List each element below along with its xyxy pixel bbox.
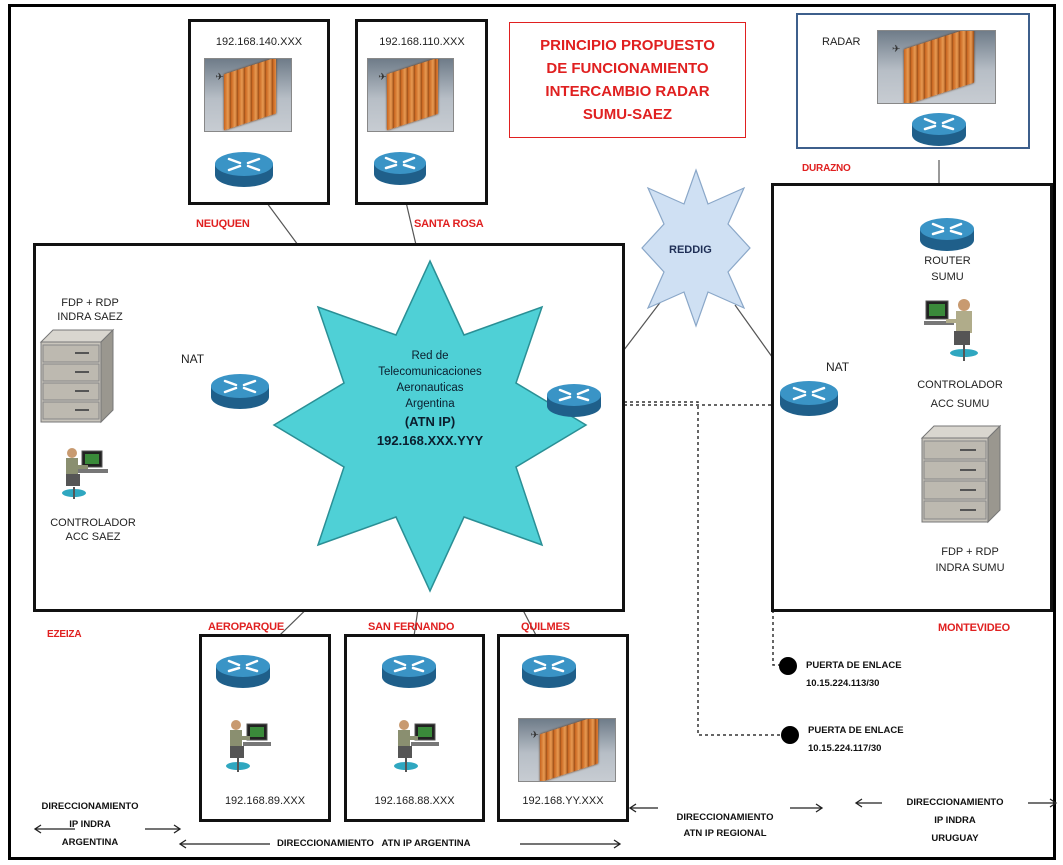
cloud-icon xyxy=(641,168,751,328)
router-icon xyxy=(912,113,966,146)
router-icon xyxy=(920,218,974,251)
site-santa-rosa-ip: 192.168.110.XXX xyxy=(379,36,465,48)
server-cabinet-icon xyxy=(920,424,1002,524)
ezeiza-controller-line2: ACC SAEZ xyxy=(65,531,121,543)
ezeiza-fdp-line2: INDRA SAEZ xyxy=(57,311,123,323)
ezeiza-controller-line1: CONTROLADOR xyxy=(50,517,136,529)
reddig-label: REDDIG xyxy=(669,244,712,256)
radar-antenna-icon: ✈ xyxy=(204,58,292,132)
site-santa-rosa-name: SANTA ROSA xyxy=(414,218,484,230)
router-icon xyxy=(547,384,601,417)
operator-workstation-icon xyxy=(62,448,108,499)
gateway-1-line2: 10.15.224.113/30 xyxy=(806,678,880,689)
montevideo-controller-line2: ACC SUMU xyxy=(930,398,990,410)
center-network-label: Red de Telecomunicaciones Aeronauticas A… xyxy=(340,348,520,450)
site-aeroparque-name: AEROPARQUE xyxy=(208,621,285,633)
outer-frame xyxy=(8,4,1056,860)
addressing-right-line2: IP INDRA xyxy=(934,815,976,826)
montevideo-router-line2: SUMU xyxy=(931,271,964,283)
operator-workstation-icon xyxy=(924,299,978,361)
site-quilmes-ip: 192.168.YY.XXX xyxy=(522,795,604,807)
title-line: INTERCAMBIO RADAR xyxy=(545,83,710,100)
ezeiza-name: EZEIZA xyxy=(47,629,82,640)
gateway-1-line1: PUERTA DE ENLACE xyxy=(806,660,902,671)
ezeiza-nat: NAT xyxy=(181,352,205,366)
addressing-left-line2: IP INDRA xyxy=(69,819,111,830)
site-quilmes-name: QUILMES xyxy=(521,621,570,633)
site-neuquen-name: NEUQUEN xyxy=(196,218,250,230)
server-cabinet-icon xyxy=(39,328,115,424)
montevideo-router-line1: ROUTER xyxy=(924,255,971,267)
center-line: Red de xyxy=(411,350,449,362)
gateway-2-line1: PUERTA DE ENLACE xyxy=(808,725,904,736)
addressing-left-line1: DIRECCIONAMIENTO xyxy=(41,801,139,812)
operator-workstation-icon xyxy=(394,720,439,772)
montevideo-name: MONTEVIDEO xyxy=(938,622,1010,634)
title-line: PRINCIPIO PROPUESTO xyxy=(540,37,715,54)
center-line: Telecomunicaciones xyxy=(378,366,482,378)
router-icon xyxy=(216,655,270,688)
addressing-left-line3: ARGENTINA xyxy=(61,837,119,848)
addressing-right-line3: URUGUAY xyxy=(931,833,979,844)
router-icon xyxy=(522,655,576,688)
radar-antenna-icon: ✈ xyxy=(877,30,996,104)
center-line: Aeronauticas xyxy=(396,382,464,394)
router-icon xyxy=(211,374,269,409)
center-line: (ATN IP) xyxy=(404,414,456,429)
router-icon xyxy=(382,655,436,688)
gateway-dot-icon xyxy=(781,726,799,744)
operator-workstation-icon xyxy=(226,720,271,772)
router-icon xyxy=(374,152,426,185)
radar-antenna-icon: ✈ xyxy=(367,58,454,132)
montevideo-fdp-line2: INDRA SUMU xyxy=(935,562,1005,574)
gateway-dot-icon xyxy=(779,657,797,675)
router-icon xyxy=(215,152,273,187)
site-durazno-name: DURAZNO xyxy=(802,163,851,174)
addressing-center: DIRECCIONAMIENTO ATN IP ARGENTINA xyxy=(277,838,471,849)
center-line: Argentina xyxy=(405,398,455,410)
gateway-2-line2: 10.15.224.117/30 xyxy=(808,743,882,754)
ezeiza-fdp-line1: FDP + RDP xyxy=(61,297,119,309)
montevideo-fdp-line1: FDP + RDP xyxy=(941,546,999,558)
center-line: 192.168.XXX.YYY xyxy=(376,433,484,448)
title-line: SUMU-SAEZ xyxy=(582,106,673,123)
radar-antenna-icon: ✈ xyxy=(518,718,616,782)
addressing-right-line1: DIRECCIONAMIENTO xyxy=(906,797,1004,808)
router-icon xyxy=(780,381,838,416)
site-san-fernando-name: SAN FERNANDO xyxy=(368,621,455,633)
site-aeroparque-ip: 192.168.89.XXX xyxy=(224,795,306,807)
site-durazno-label: RADAR xyxy=(822,36,861,48)
site-neuquen-ip: 192.168.140.XXX xyxy=(215,36,303,48)
diagram-title: PRINCIPIO PROPUESTO DE FUNCIONAMIENTO IN… xyxy=(509,22,746,138)
star-network-icon xyxy=(272,259,588,593)
site-san-fernando-ip: 192.168.88.XXX xyxy=(374,795,455,807)
title-line: DE FUNCIONAMIENTO xyxy=(546,60,709,77)
addressing-regional-line1: DIRECCIONAMIENTO xyxy=(676,812,774,823)
montevideo-controller-line1: CONTROLADOR xyxy=(917,379,1003,391)
addressing-regional-line2: ATN IP REGIONAL xyxy=(683,828,767,839)
montevideo-nat: NAT xyxy=(826,360,850,374)
